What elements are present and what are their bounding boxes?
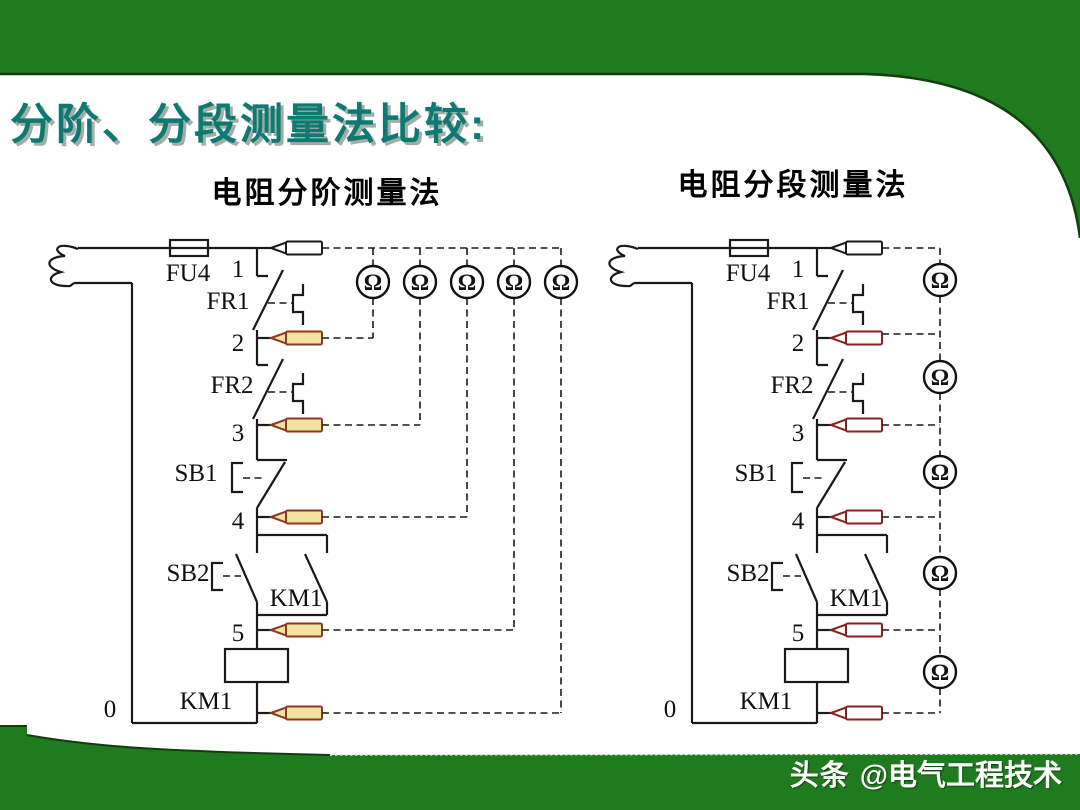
sb2-label: SB2 <box>726 560 769 587</box>
node-label-4: 4 <box>792 508 805 535</box>
right-diagram-heading: 电阻分段测量法 <box>677 169 909 202</box>
ohm-symbol: Ω <box>411 270 429 295</box>
fr2-label: FR2 <box>210 372 253 399</box>
node-label-5: 5 <box>232 620 245 647</box>
ohmmeter-icon <box>922 262 958 298</box>
ohm-symbol: Ω <box>931 268 949 293</box>
right-diagram: Ω Ω Ω Ω Ω FU4 1 FR1 2 FR2 3 SB1 4 SB2 KM… <box>609 240 958 723</box>
top-green-band <box>0 0 1080 238</box>
km1-contact-label: KM1 <box>270 585 323 612</box>
left-diagram: Ω Ω Ω Ω Ω FU4 1 FR1 2 FR2 3 SB1 4 SB2 KM… <box>49 240 579 723</box>
ohm-symbol: Ω <box>458 270 476 295</box>
ohmmeter-icon <box>496 264 532 300</box>
fr1-label: FR1 <box>206 288 249 315</box>
bottom-band-edge <box>0 725 331 756</box>
fr2-label: FR2 <box>770 372 813 399</box>
ohmmeter-icon <box>922 359 958 395</box>
node-label-5: 5 <box>792 620 805 647</box>
right-ohmmeters: Ω Ω Ω Ω Ω <box>922 262 958 690</box>
right-labels: FU4 1 FR1 2 FR2 3 SB1 4 SB2 KM1 5 KM1 0 <box>664 256 883 723</box>
ohmmeter-icon <box>922 454 958 490</box>
node-label-1: 1 <box>232 256 245 283</box>
ohm-symbol: Ω <box>931 561 949 586</box>
ohmmeter-icon <box>543 264 579 300</box>
left-ohmmeters: Ω Ω Ω Ω Ω <box>355 264 579 300</box>
right-meter-leads <box>882 247 941 714</box>
km1-contact-label: KM1 <box>830 585 883 612</box>
watermark: 头条 @电气工程技术 <box>790 752 1062 794</box>
node-label-0: 0 <box>104 696 117 723</box>
bottom-green-band <box>0 726 1080 810</box>
watermark-handle: @电气工程技术 <box>859 760 1062 792</box>
ohm-symbol: Ω <box>931 660 949 685</box>
ohm-symbol: Ω <box>931 365 949 390</box>
left-meter-leads <box>322 247 562 714</box>
ohmmeter-icon <box>402 264 438 300</box>
km1-coil-label: KM1 <box>180 688 233 715</box>
ohmmeter-icon <box>355 264 391 300</box>
bottom-band-dotted-line <box>329 753 1080 756</box>
node-label-3: 3 <box>792 420 805 447</box>
node-label-4: 4 <box>232 508 245 535</box>
fuse-label: FU4 <box>166 260 211 287</box>
ohm-symbol: Ω <box>505 270 523 295</box>
node-label-1: 1 <box>792 256 805 283</box>
page-title: 分阶、分段测量法比较: <box>10 101 488 149</box>
sb1-label: SB1 <box>734 460 777 487</box>
ohm-symbol: Ω <box>931 460 949 485</box>
top-band-edge <box>0 72 1080 239</box>
fuse-label: FU4 <box>726 260 771 287</box>
ohmmeter-icon <box>922 555 958 591</box>
fr1-label: FR1 <box>766 288 809 315</box>
ohm-symbol: Ω <box>364 270 382 295</box>
ohmmeter-icon <box>922 654 958 690</box>
node-label-3: 3 <box>232 420 245 447</box>
ohmmeter-icon <box>449 264 485 300</box>
left-labels: FU4 1 FR1 2 FR2 3 SB1 4 SB2 KM1 5 KM1 0 <box>104 256 323 723</box>
watermark-brand: 头条 <box>789 760 850 792</box>
ohm-symbol: Ω <box>552 270 570 295</box>
node-label-2: 2 <box>232 330 245 357</box>
km1-coil-label: KM1 <box>740 688 793 715</box>
node-label-2: 2 <box>792 330 805 357</box>
node-label-0: 0 <box>664 696 677 723</box>
sb1-label: SB1 <box>174 460 217 487</box>
left-diagram-heading: 电阻分阶测量法 <box>211 177 443 210</box>
sb2-label: SB2 <box>166 560 209 587</box>
